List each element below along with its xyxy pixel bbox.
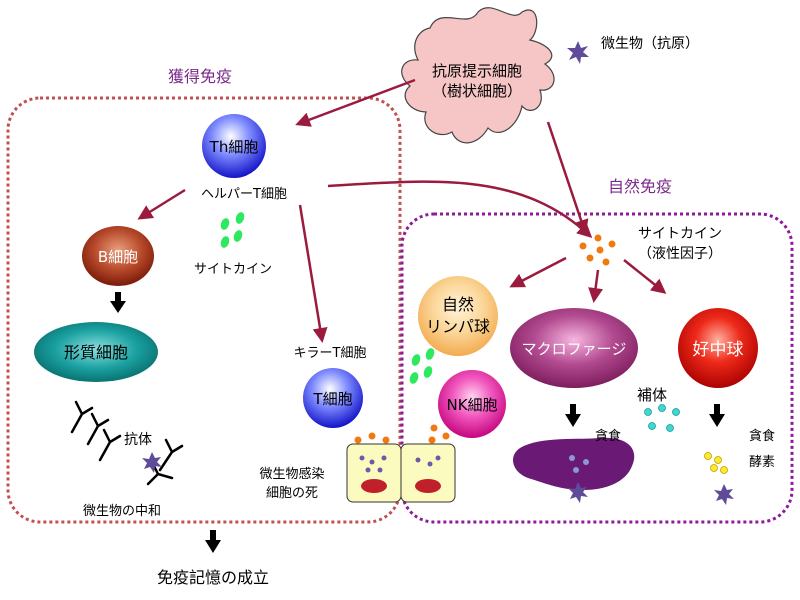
infected-nucleus-right — [415, 479, 441, 493]
microbe-antigen-label: 微生物（抗原） — [601, 36, 699, 52]
immune-memory-label: 免疫記憶の成立 — [157, 568, 269, 587]
apc-label-line2: （樹状細胞） — [432, 82, 522, 100]
enzyme-label: 酵素 — [749, 455, 775, 470]
microbe-neutralized-icon — [142, 452, 162, 473]
infected-nucleus-left — [361, 479, 387, 493]
neutrophil-label: 好中球 — [693, 340, 744, 360]
microbe-icon-neutrophil — [714, 484, 734, 505]
arrow-macrophage-down — [565, 404, 581, 427]
cytokine-green-dots-left — [220, 212, 245, 248]
antibody-label: 抗体 — [124, 432, 152, 448]
arrow-to-memory — [205, 530, 221, 553]
infected-death-label-line1: 微生物感染 — [259, 466, 324, 482]
innate-immunity-box — [400, 212, 794, 524]
cytokine-left-label: サイトカイン — [194, 262, 272, 277]
arrow-apc-to-th — [295, 78, 416, 127]
arrow-helper-to-cytokine — [327, 180, 593, 239]
helper-t-label: ヘルパーT細胞 — [201, 187, 287, 202]
infected-death-label-line2: 細胞の死 — [266, 486, 318, 501]
th-cell-label: Th細胞 — [209, 138, 259, 156]
infected-microbe-icons — [359, 455, 441, 473]
arrow-cytokine-to-lymph — [509, 256, 567, 288]
antibody-icons — [70, 400, 184, 486]
acquired-immunity-box — [6, 96, 402, 524]
arrow-cytokine-to-macrophage — [588, 269, 604, 303]
nk-cell — [438, 370, 506, 438]
phagocytosing-macrophage — [513, 437, 635, 490]
innate-lymphoid-cell — [418, 276, 498, 356]
complement-label: 補体 — [637, 386, 667, 404]
cytokine-right-label-line1: サイトカイン — [638, 226, 722, 242]
th-cell — [202, 114, 266, 178]
cytokine-green-dots-right — [409, 348, 435, 384]
macrophage-label: マクロファージ — [522, 340, 627, 358]
arrow-neutrophil-down — [709, 404, 725, 427]
plasma-cell — [34, 322, 158, 382]
t-cell-label: T細胞 — [312, 390, 352, 408]
cytokine-orange-dots-infected — [354, 424, 450, 444]
macrophage-cell — [510, 308, 638, 388]
arrow-b-to-plasma — [110, 292, 126, 313]
plasma-cell-label: 形質細胞 — [64, 343, 128, 362]
cytokine-orange-dots-right — [579, 234, 616, 266]
b-cell-label: B細胞 — [98, 248, 138, 266]
arrow-helper-to-killer — [298, 204, 328, 343]
nk-cell-label: NK細胞 — [446, 396, 497, 414]
infected-cell-right — [400, 443, 456, 503]
engulfed-microbe-dots — [569, 455, 589, 473]
arrow-apc-to-cytokine — [546, 121, 589, 235]
neutralization-label: 微生物の中和 — [83, 504, 161, 519]
arrow-cytokine-to-neutrophil — [623, 259, 667, 294]
t-cell — [303, 368, 363, 428]
innate-immunity-title: 自然免疫 — [608, 177, 672, 196]
phagocytosis-label-2: 貪食 — [749, 428, 775, 444]
killer-t-label: キラーT細胞 — [294, 346, 367, 361]
b-cell — [82, 226, 154, 286]
phagocytosis-label-1: 貪食 — [595, 428, 621, 444]
cytokine-right-label-line2: （液性因子） — [638, 246, 722, 262]
acquired-immunity-title: 獲得免疫 — [168, 67, 232, 86]
neutrophil-cell — [678, 308, 758, 388]
innate-lymph-label-line2: リンパ球 — [426, 317, 490, 336]
enzyme-yellow-dots — [704, 452, 728, 474]
arrow-th-to-b — [137, 188, 186, 220]
dendritic-cell-shape — [401, 7, 555, 144]
microbe-icon-macrophage — [568, 482, 588, 503]
complement-cyan-dots — [644, 404, 680, 432]
apc-label-line1: 抗原提示細胞 — [432, 62, 522, 80]
microbe-icon — [567, 41, 589, 64]
innate-lymph-label-line1: 自然 — [442, 295, 474, 314]
infected-cell-left — [346, 443, 402, 503]
